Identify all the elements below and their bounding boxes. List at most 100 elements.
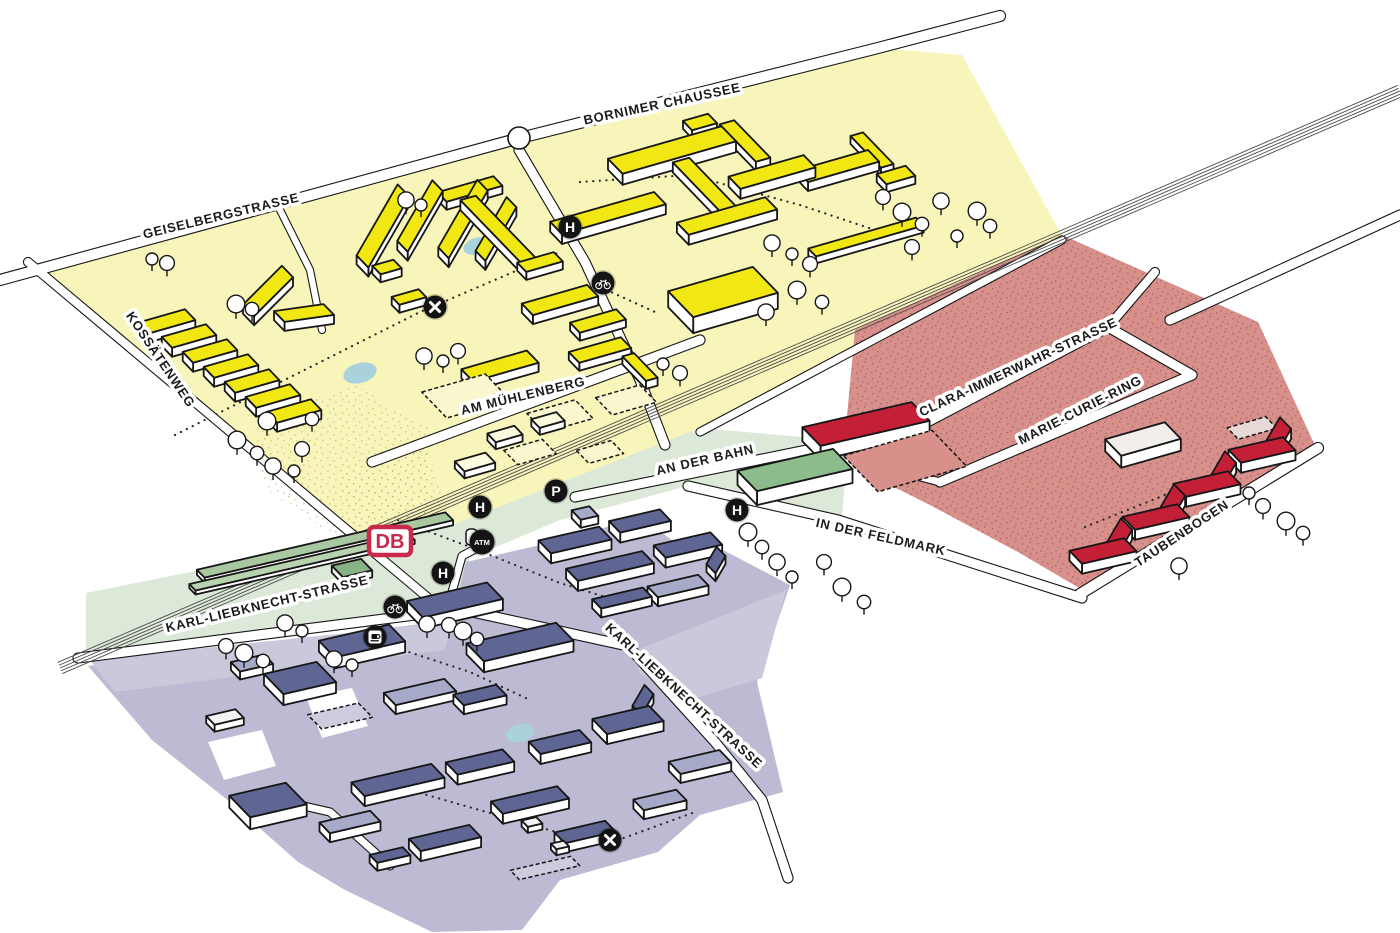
svg-text:H: H — [732, 502, 742, 518]
building — [608, 508, 672, 544]
building — [570, 505, 600, 529]
building — [537, 525, 613, 565]
tree-icon — [950, 229, 964, 248]
road — [463, 606, 793, 883]
crossing-marker-icon — [422, 294, 448, 320]
tree-icon — [145, 252, 159, 271]
tree-icon — [418, 615, 436, 639]
tree-icon — [671, 364, 689, 387]
building — [1104, 421, 1182, 469]
tree-icon — [754, 539, 770, 560]
svg-text:H: H — [438, 565, 448, 581]
building — [667, 265, 779, 335]
road — [367, 335, 705, 467]
tree-icon — [264, 457, 282, 481]
tree-icon — [785, 247, 799, 266]
svg-text:H: H — [475, 499, 485, 515]
building — [705, 545, 727, 583]
tree-icon — [982, 218, 998, 239]
tree-icon — [856, 594, 872, 615]
building — [228, 781, 308, 831]
railway-track — [62, 97, 1400, 674]
tree-icon — [1242, 486, 1256, 505]
tree-icon — [295, 624, 309, 643]
building — [273, 303, 335, 332]
tree-icon — [304, 411, 320, 432]
building — [318, 809, 382, 844]
road — [1165, 210, 1400, 325]
tree-icon — [785, 570, 799, 589]
building — [875, 164, 917, 194]
building — [382, 678, 458, 715]
road — [0, 11, 1005, 285]
tree-icon — [757, 303, 775, 327]
building — [509, 855, 581, 881]
tree-icon — [763, 234, 781, 258]
building — [520, 816, 544, 834]
svg-text:P: P — [551, 483, 560, 499]
tree-icon — [226, 294, 246, 319]
building — [736, 447, 854, 507]
building — [676, 196, 778, 246]
building — [550, 839, 570, 857]
building — [490, 785, 570, 825]
tree-icon — [255, 653, 271, 674]
building — [667, 749, 733, 784]
building — [565, 550, 655, 592]
building — [569, 308, 627, 342]
tree-icon — [892, 202, 912, 227]
building — [263, 661, 337, 706]
building — [621, 352, 659, 390]
tree-icon — [932, 192, 950, 216]
road — [1103, 322, 1197, 380]
building — [355, 183, 411, 278]
parking-icon: P — [543, 478, 569, 504]
road — [1075, 443, 1323, 599]
tree-icon — [1254, 497, 1272, 520]
tree-icon — [874, 188, 892, 211]
tree-icon — [249, 445, 265, 466]
tree-icon — [914, 216, 930, 237]
tree-icon — [325, 650, 343, 674]
building — [396, 179, 444, 262]
building — [652, 531, 724, 569]
tree-icon — [656, 357, 670, 376]
db-station-logo: DB — [366, 524, 414, 558]
building — [350, 763, 446, 807]
tree-icon — [768, 553, 786, 577]
bus-stop-icon: H — [557, 214, 583, 240]
building — [632, 788, 688, 821]
tree-icon — [414, 198, 428, 217]
zone-purple — [88, 518, 790, 932]
tree-icon — [815, 553, 833, 576]
bus-stop-icon: H — [430, 560, 456, 586]
tree-icon — [217, 637, 235, 660]
tree-icon — [244, 301, 260, 322]
building — [516, 251, 564, 281]
tree-icon — [276, 614, 294, 638]
bike-parking-icon — [382, 594, 408, 620]
street-label-in_der_feldmark: IN DER FELDMARK — [815, 515, 948, 558]
tree-icon — [1170, 557, 1188, 581]
pond — [506, 723, 534, 743]
road — [570, 435, 861, 502]
bus-stop-icon: H — [724, 497, 750, 523]
tree-icon — [415, 347, 433, 371]
tree-icon — [436, 354, 450, 373]
tree-icon — [158, 254, 176, 277]
tree-icon — [257, 411, 277, 436]
building — [205, 708, 245, 733]
building — [575, 439, 625, 465]
tree-icon — [453, 621, 473, 646]
svg-text:H: H — [565, 219, 575, 235]
footpath — [376, 640, 532, 702]
tree-icon — [801, 255, 819, 278]
building — [591, 705, 665, 745]
tree-icon — [287, 464, 301, 483]
tree-icon — [832, 577, 852, 602]
tree-icon — [449, 342, 467, 365]
building — [452, 683, 508, 716]
building — [453, 451, 497, 480]
